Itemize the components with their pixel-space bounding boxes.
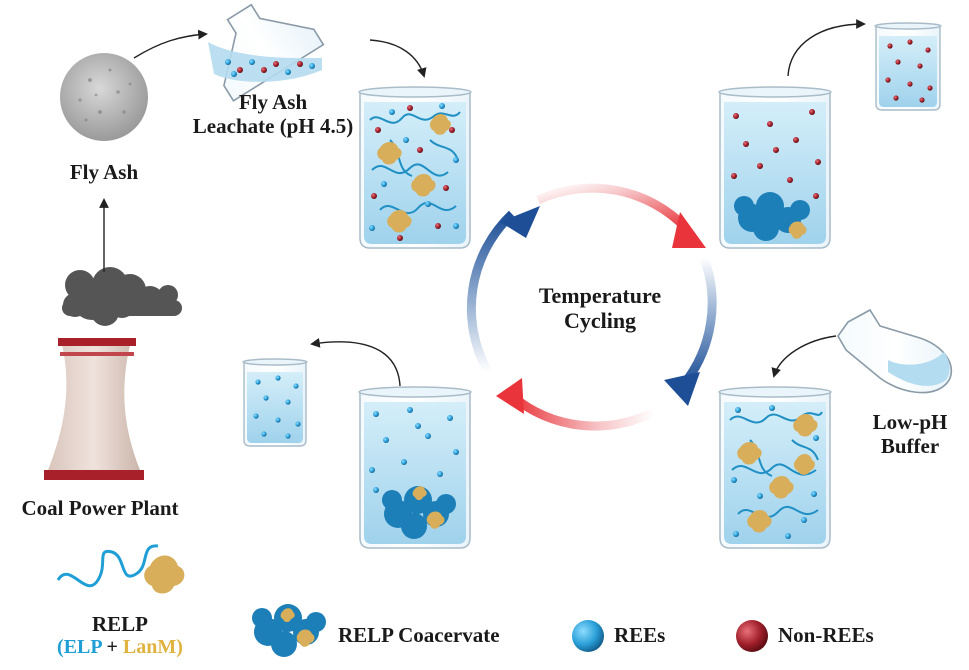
label-buffer-line2: Buffer bbox=[880, 434, 940, 459]
arrow-leachate-to-beaker bbox=[369, 39, 427, 78]
label-buffer-line1: Low-pH bbox=[872, 410, 948, 434]
legend-rees-label: REEs bbox=[614, 623, 666, 647]
fly-ash-icon bbox=[60, 53, 148, 141]
label-power-plant: Coal Power Plant bbox=[21, 496, 179, 520]
cycle-head-left bbox=[500, 206, 540, 238]
legend-lanm: LanM bbox=[122, 636, 177, 659]
cycle-arrow-left bbox=[466, 210, 516, 375]
beaker-coacervate-rees bbox=[358, 386, 472, 549]
small-beaker-non-rees bbox=[874, 22, 942, 111]
cycle-head-top bbox=[672, 212, 706, 248]
legend-coacervate-label: RELP Coacervate bbox=[338, 623, 500, 647]
beaker-redissolved-rees bbox=[718, 386, 832, 549]
temperature-cycle-ring bbox=[466, 183, 717, 431]
small-beaker-rees bbox=[242, 358, 308, 447]
buffer-flask-icon bbox=[837, 308, 953, 394]
legend-relp-composition: (ELP + LanM) bbox=[40, 636, 200, 659]
arrow-buffer-to-beaker bbox=[771, 335, 837, 378]
legend-elp: ELP bbox=[63, 636, 102, 659]
cycle-head-right bbox=[664, 372, 700, 406]
beaker-leachate-mix bbox=[358, 86, 472, 249]
legend-ree-icon bbox=[572, 620, 604, 652]
cycle-title: Temperature Cycling bbox=[500, 283, 700, 334]
coal-power-plant-icon bbox=[44, 267, 182, 480]
arrow-to-non-rees-waste bbox=[787, 19, 866, 77]
cycle-arrow-right bbox=[680, 256, 717, 387]
leachate-flask-liquid bbox=[208, 42, 322, 82]
legend-non-rees-label: Non-REEs bbox=[778, 623, 874, 647]
legend-relp-title: RELP bbox=[91, 612, 148, 636]
cycle-head-bottom bbox=[496, 378, 524, 414]
legend-coacervate-icon bbox=[252, 604, 326, 657]
beaker-coacervate-non-rees bbox=[718, 86, 832, 249]
legend-relp: RELP (ELP + LanM) bbox=[40, 612, 200, 659]
legend-plus: + bbox=[101, 636, 123, 659]
cycle-title-line2: Cycling bbox=[563, 308, 637, 334]
label-leachate-line1: Fly Ash bbox=[238, 90, 308, 114]
label-fly-ash: Fly Ash bbox=[69, 160, 139, 184]
relp-icon bbox=[56, 544, 185, 594]
legend-non-ree-icon bbox=[736, 620, 768, 652]
cycle-title-line1: Temperature bbox=[538, 283, 662, 308]
legend-relp-open: ( bbox=[57, 636, 64, 659]
label-leachate: Fly Ash Leachate (pH 4.5) bbox=[188, 90, 358, 138]
arrow-ash-to-leachate bbox=[133, 29, 208, 59]
cycle-arrow-top bbox=[536, 183, 690, 232]
label-leachate-line2: Leachate (pH 4.5) bbox=[192, 114, 354, 139]
arrow-to-rees-product bbox=[310, 338, 401, 387]
cycle-arrow-bottom bbox=[509, 392, 657, 431]
label-buffer: Low-pH Buffer bbox=[860, 410, 960, 458]
legend-relp-close: ) bbox=[176, 636, 183, 659]
